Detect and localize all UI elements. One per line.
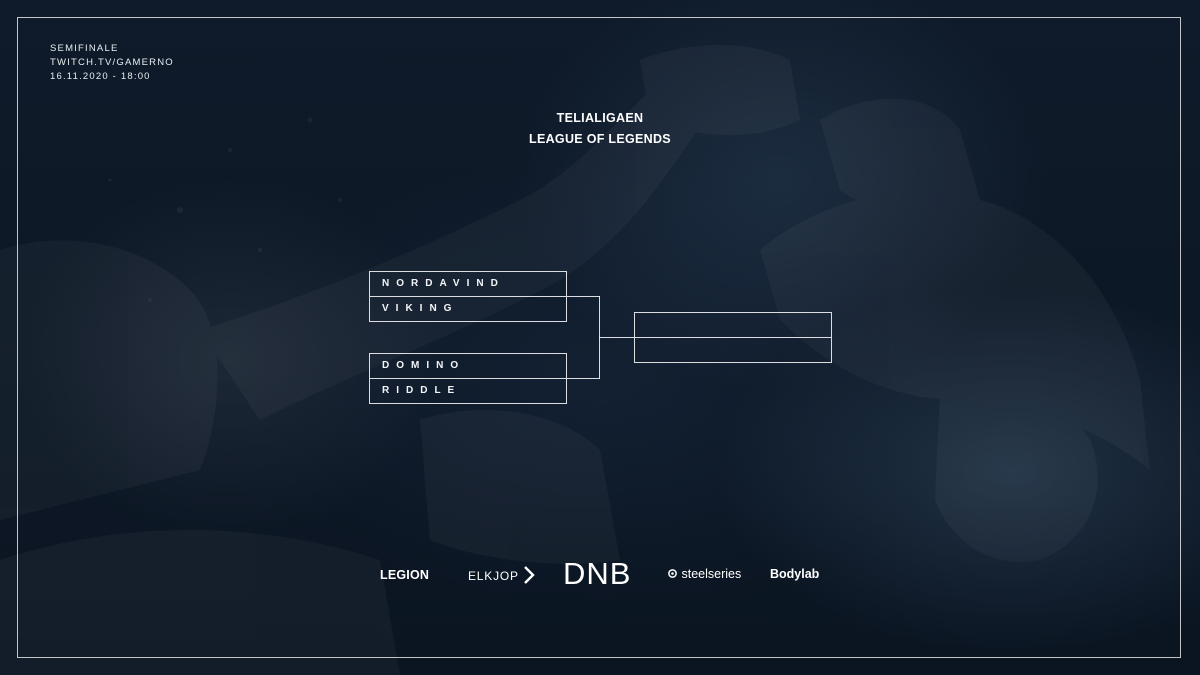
- elkjop-arrow-icon: [523, 566, 535, 584]
- page-title: TELIALIGAEN LEAGUE OF LEGENDS: [0, 108, 1200, 150]
- team-slot-riddle: RIDDLE: [382, 385, 462, 397]
- match-info: SEMIFINALE TWITCH.TV/GAMERNO 16.11.2020 …: [50, 42, 174, 84]
- semifinal-1-box: NORDAVIND VIKING: [369, 271, 567, 322]
- sponsor-row: LEGION ELKJOP DNB steelseries Bodylab: [0, 548, 1200, 608]
- semifinal-2-box: DOMINO RIDDLE: [369, 353, 567, 404]
- league-name: TELIALIGAEN: [556, 111, 644, 125]
- team-slot-viking: VIKING: [382, 303, 459, 315]
- final-box: [634, 312, 832, 363]
- bodylab-logo-text: Bodylab: [770, 567, 820, 581]
- team-slot-domino: DOMINO: [370, 354, 566, 379]
- final-slot-bottom: [635, 338, 831, 363]
- steelseries-gear-icon: [668, 569, 677, 578]
- elkjop-logo-text: ELKJOP: [468, 569, 519, 583]
- steelseries-logo: steelseries: [667, 567, 741, 581]
- datetime-label: 16.11.2020 - 18:00: [50, 71, 151, 82]
- bodylab-logo: Bodylab: [770, 567, 819, 581]
- elkjop-logo: ELKJOP: [468, 566, 535, 584]
- steelseries-logo-text: steelseries: [681, 567, 742, 581]
- dnb-logo-text: DNB: [563, 556, 632, 591]
- connector-sf1: [567, 296, 600, 297]
- channel-label: TWITCH.TV/GAMERNO: [50, 57, 174, 68]
- final-slot-top: [635, 313, 831, 338]
- connector-final: [599, 337, 634, 338]
- team-slot-nordavind: NORDAVIND: [370, 272, 566, 297]
- game-name: LEAGUE OF LEGENDS: [529, 132, 671, 146]
- legion-logo: LEGION: [380, 568, 429, 582]
- connector-sf2: [567, 378, 600, 379]
- legion-logo-text: LEGION: [380, 568, 430, 582]
- outer-frame: [17, 17, 1181, 658]
- dnb-logo: DNB: [563, 556, 631, 592]
- round-label: SEMIFINALE: [50, 43, 119, 54]
